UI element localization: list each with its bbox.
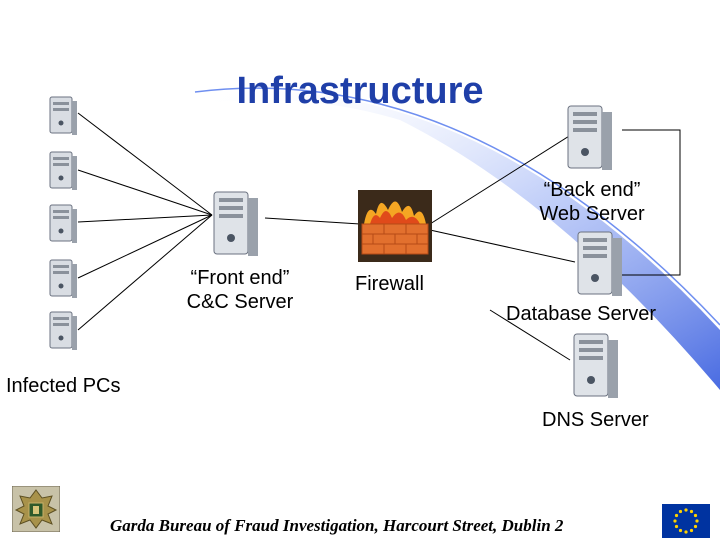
dns-server-label: DNS Server bbox=[542, 409, 649, 431]
connector-database-dns bbox=[489, 309, 571, 361]
desktop-tower-icon bbox=[49, 259, 77, 298]
back-end-label-line1: “Back end” bbox=[543, 179, 641, 201]
infected-pcs-label: Infected PCs bbox=[6, 375, 121, 397]
server-tower-icon bbox=[577, 231, 622, 296]
connector-pc2-frontend bbox=[77, 169, 213, 216]
garda-crest-logo bbox=[12, 486, 60, 532]
server-tower-icon bbox=[573, 333, 618, 398]
eu-flag-logo bbox=[662, 504, 710, 538]
connector-firewall-backend bbox=[429, 125, 586, 225]
connector-frontend-firewall bbox=[264, 217, 361, 225]
slide-title: Infrastructure bbox=[236, 70, 484, 112]
connector-pc4-frontend bbox=[77, 214, 213, 279]
firewall-icon bbox=[358, 190, 432, 262]
desktop-tower-icon bbox=[49, 96, 77, 135]
front-end-label-line2: C&C Server bbox=[186, 291, 294, 313]
connector-pc1-frontend bbox=[77, 112, 213, 216]
server-tower-icon bbox=[213, 191, 258, 256]
firewall-label: Firewall bbox=[355, 273, 424, 295]
database-server-label: Database Server bbox=[506, 303, 657, 325]
front-end-label: “Front end” C&C Server bbox=[173, 266, 307, 314]
desktop-tower-icon bbox=[49, 311, 77, 350]
footer-text: Garda Bureau of Fraud Investigation, Har… bbox=[110, 516, 564, 535]
connector-backend-database bbox=[620, 129, 681, 276]
desktop-tower-icon bbox=[49, 151, 77, 190]
connector-pc3-frontend bbox=[77, 214, 213, 223]
back-end-label-line2: Web Server bbox=[539, 203, 645, 225]
server-tower-icon bbox=[567, 105, 612, 170]
back-end-label: “Back end” Web Server bbox=[528, 178, 656, 226]
connector-firewall-database bbox=[429, 229, 576, 263]
desktop-tower-icon bbox=[49, 204, 77, 243]
connector-pc5-frontend bbox=[77, 214, 213, 331]
front-end-label-line1: “Front end” bbox=[190, 267, 290, 289]
